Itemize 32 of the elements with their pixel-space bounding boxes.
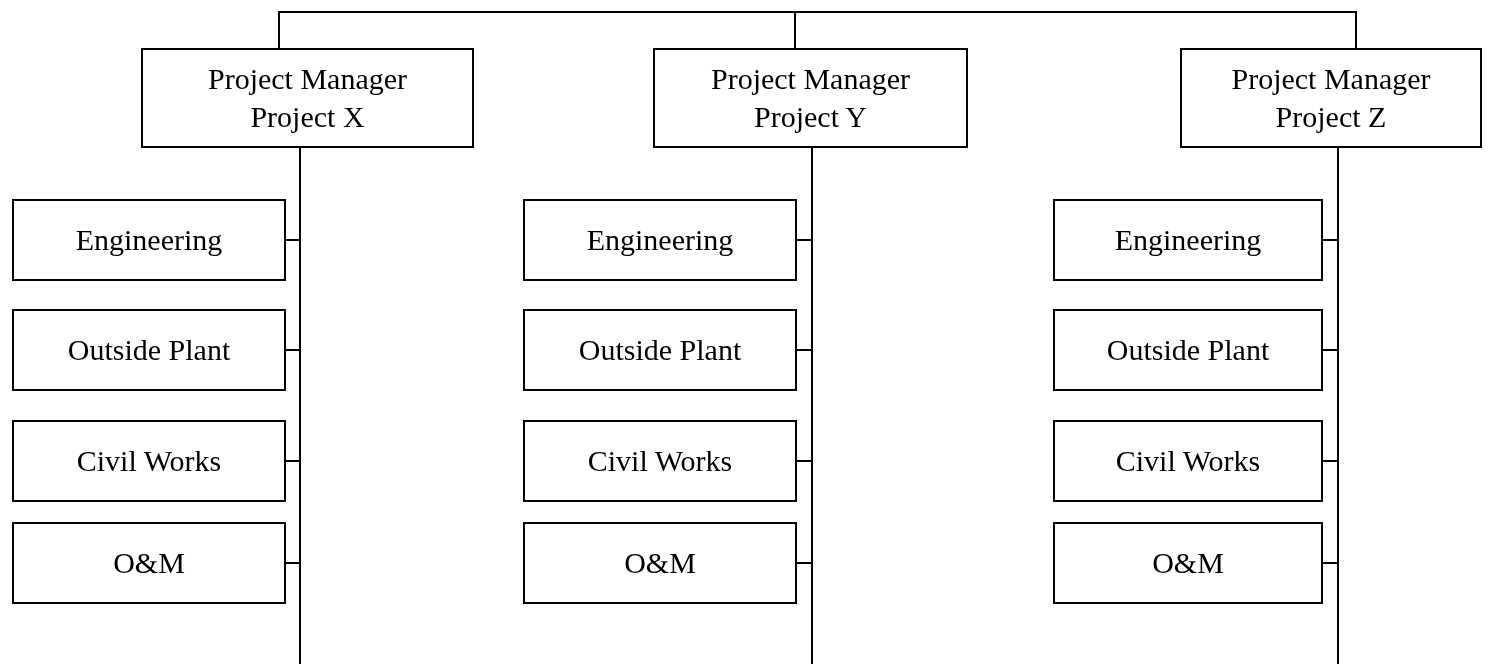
- box-label: O&M: [1152, 545, 1224, 581]
- box-label: Outside Plant: [67, 332, 231, 368]
- connector-line: [794, 11, 1357, 49]
- box-label: Civil Works: [587, 443, 733, 479]
- box-label: Project Manager Project Z: [1230, 61, 1432, 135]
- department-box: [523, 420, 797, 502]
- department-box: [12, 309, 286, 391]
- box-label: Engineering: [1114, 222, 1262, 258]
- department-box: [12, 420, 286, 502]
- box-label: O&M: [624, 545, 696, 581]
- department-box: [1053, 522, 1323, 604]
- box-label: Outside Plant: [578, 332, 742, 368]
- department-box: [523, 199, 797, 281]
- department-box: [1053, 199, 1323, 281]
- box-label: O&M: [113, 545, 185, 581]
- box-label: Engineering: [75, 222, 223, 258]
- box-label: Project Manager Project X: [206, 61, 409, 135]
- connector-line: [278, 11, 796, 49]
- box-label: Outside Plant: [1106, 332, 1270, 368]
- department-box: [12, 522, 286, 604]
- box-label: Project Manager Project Y: [709, 61, 912, 135]
- department-box: [523, 522, 797, 604]
- department-box: [523, 309, 797, 391]
- department-box: [12, 199, 286, 281]
- manager-box: [1180, 48, 1482, 148]
- box-label: Civil Works: [1115, 443, 1261, 479]
- department-box: [1053, 420, 1323, 502]
- box-label: Civil Works: [76, 443, 222, 479]
- manager-box: [141, 48, 474, 148]
- department-box: [1053, 309, 1323, 391]
- box-label: Engineering: [586, 222, 734, 258]
- manager-box: [653, 48, 968, 148]
